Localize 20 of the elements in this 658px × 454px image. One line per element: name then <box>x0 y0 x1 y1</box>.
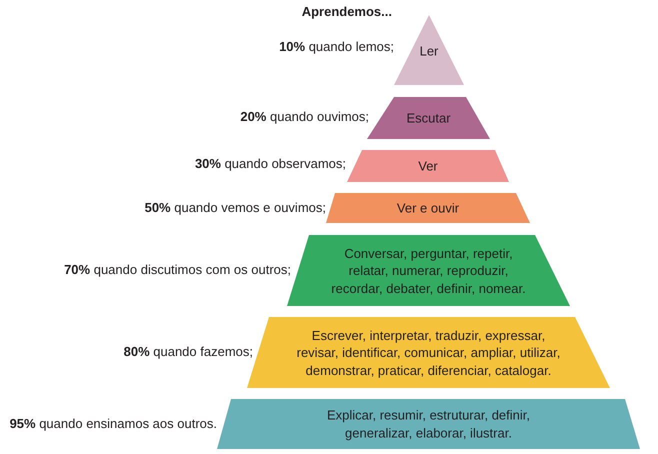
tier-caption: 50% quando vemos e ouvimos; <box>144 200 326 216</box>
tier-caption: 95% quando ensinamos aos outros. <box>10 416 217 432</box>
tier-caption: 10% quando lemos; <box>279 39 394 55</box>
tier-caption: 30% quando observamos; <box>194 156 346 172</box>
pyramid-tier <box>394 15 464 85</box>
tier-label: Escrever, interpretar, traduzir, expressar, revisar, identificar, comunicar, ampliar, utilizar, demonstrar, praticar, diferenciar, catalogar. <box>296 326 562 379</box>
tier-caption: 80% quando fazemos; <box>124 344 253 360</box>
pyramid-tier <box>326 193 530 223</box>
tier-label: Ler <box>420 42 438 60</box>
tier-label: Ver e ouvir <box>396 199 460 217</box>
pyramid-tier <box>217 399 640 449</box>
tier-label: Escutar <box>406 109 451 127</box>
tier-label: Conversar, perguntar, repetir, relatar, numerar, reproduzir, recordar, debater, definir, nomear. <box>330 244 527 297</box>
pyramid-tier <box>367 97 490 139</box>
title: Aprendemos... <box>302 4 392 20</box>
pyramid-tier <box>347 150 509 182</box>
tier-caption: 20% quando ouvimos; <box>240 109 369 125</box>
tier-caption: 70% quando discutimos com os outros; <box>64 262 291 278</box>
tier-label: Ver <box>418 157 438 175</box>
tier-label: Explicar, resumir, estruturar, definir, generalizar, elaborar, ilustrar. <box>326 406 532 442</box>
